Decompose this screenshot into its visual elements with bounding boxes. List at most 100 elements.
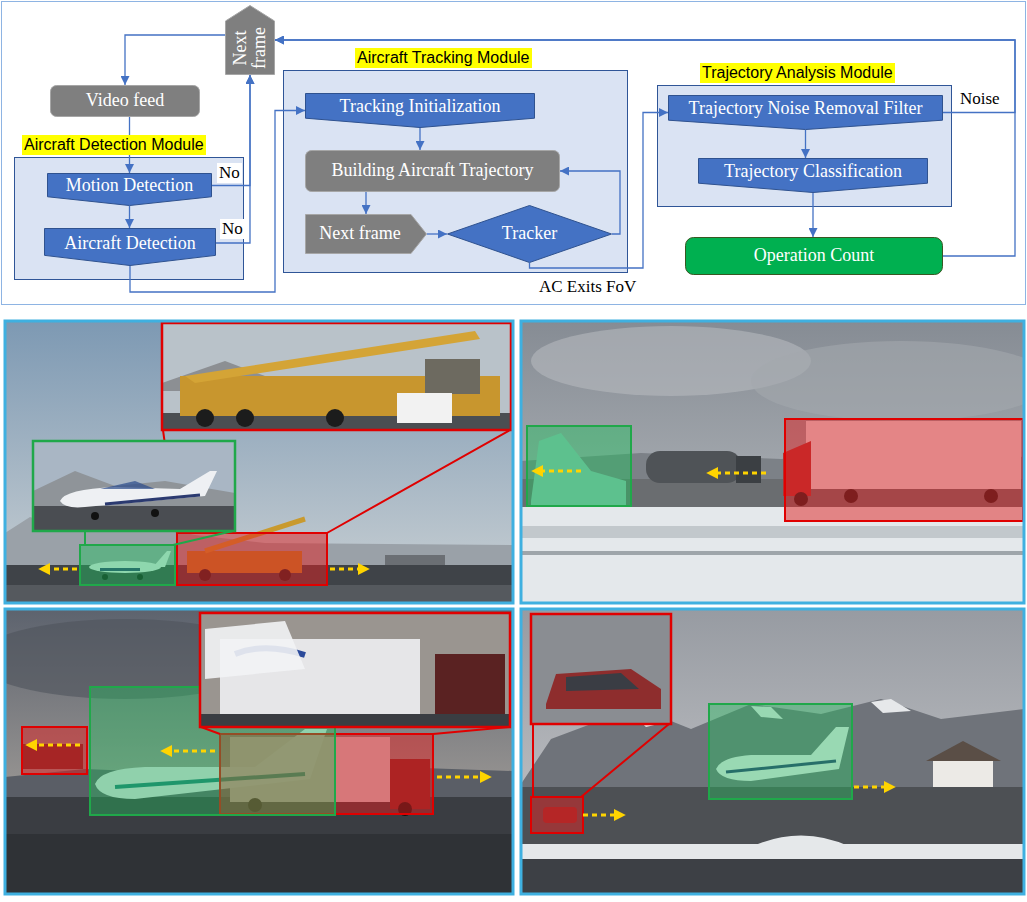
vehicle-box [177, 533, 327, 585]
edge-label-holder: No [217, 163, 242, 183]
photo-panel [5, 609, 513, 894]
connector [129, 206, 130, 228]
process-box: Building Aircraft Trajectory [305, 150, 560, 192]
connector [365, 192, 366, 214]
box-outline [284, 71, 628, 273]
box-label: Trajectory Noise Removal Filter [689, 98, 923, 120]
connector [530, 113, 669, 269]
box-outline [448, 206, 612, 263]
motion-arrow [711, 472, 766, 475]
box-outline [306, 94, 535, 128]
panel-frame [521, 609, 1024, 894]
aircraft-tail [205, 621, 305, 679]
edge-label: No [220, 219, 245, 239]
box-label: Next frame [231, 22, 269, 74]
box-outline [15, 158, 244, 280]
inset-frame [33, 441, 235, 531]
edge-label: AC Exits FoV [537, 277, 638, 297]
snow [521, 836, 1024, 860]
decision-diamond: Tracker [447, 205, 612, 263]
inset-frame [162, 323, 511, 430]
vehicle-box [22, 727, 87, 774]
zoom-line [201, 727, 509, 734]
sky [521, 609, 1024, 894]
connector [275, 40, 1015, 113]
truck-cab [435, 654, 505, 714]
box-outline [306, 215, 427, 254]
aircraft-stripe [105, 495, 200, 504]
runway-edge [521, 551, 1024, 555]
terminal-box: Operation Count [685, 237, 943, 275]
process-box: Aircraft Detection [44, 228, 216, 266]
canopy [100, 481, 155, 489]
ground [200, 714, 510, 727]
sign [397, 393, 452, 423]
motion-arrow [536, 470, 581, 473]
box-label: Next frame [319, 223, 400, 245]
motion-arrow [30, 744, 80, 747]
ground [521, 859, 1024, 894]
connector [419, 128, 420, 150]
edge-label-holder: No [220, 219, 245, 239]
module-heading: Aircraft Detection Module [22, 135, 206, 155]
photo-panel [521, 321, 1024, 603]
box-label: Video feed [86, 90, 164, 112]
connector [212, 75, 250, 186]
zoom-line [85, 531, 233, 545]
module-panel: Trajectory Analysis ModuleTrajectory Noi… [657, 85, 952, 207]
aircraft-box [80, 545, 175, 585]
box-outline [699, 159, 928, 193]
motion-arrow [330, 568, 365, 571]
photo-panel [5, 321, 513, 603]
inset-photo [33, 441, 235, 531]
connector [129, 117, 130, 173]
aircraft-box [527, 426, 631, 506]
inset-photo [162, 323, 511, 430]
ground [33, 506, 235, 531]
panel-frame [521, 321, 1024, 603]
runway [5, 834, 513, 894]
connector [275, 40, 1015, 256]
motion-arrow [165, 750, 215, 753]
wheel [236, 409, 254, 427]
inset-frame [200, 613, 510, 727]
edge-label: Noise [958, 89, 1002, 109]
box-label: Operation Count [754, 245, 874, 267]
figure-frame [2, 2, 1026, 305]
box-outline [669, 96, 943, 130]
sky [5, 321, 513, 603]
roof [926, 741, 1001, 761]
next-frame-tag: Next frame [225, 5, 275, 75]
process-box: Trajectory Noise Removal Filter [668, 95, 943, 130]
zoom-line [533, 724, 669, 797]
cloud [751, 341, 1024, 421]
process-box: Video feed [50, 85, 200, 117]
crane-cab [425, 359, 480, 394]
connector [216, 75, 250, 243]
vehicle-box [531, 797, 583, 833]
next-frame-tag: Next frame [305, 214, 427, 254]
process-box: Motion Detection [47, 173, 212, 206]
runway-edge [521, 526, 1024, 538]
connector [805, 130, 806, 158]
wheel [151, 509, 159, 517]
box-label: Building Aircraft Trajectory [332, 160, 534, 182]
process-box: Trajectory Classification [698, 158, 928, 193]
aircraft-box [709, 704, 852, 799]
ground [5, 585, 513, 603]
module-heading: Trajectory Analysis Module [700, 63, 895, 83]
box-outline [51, 86, 200, 117]
car [546, 669, 661, 709]
aircraft [60, 471, 217, 507]
edge-label: No [217, 163, 242, 183]
box-label: Motion Detection [66, 175, 193, 197]
module-panel: Aircraft Tracking ModuleTracking Initial… [283, 70, 628, 273]
wheel [196, 409, 214, 427]
wheel [91, 512, 99, 520]
box-outline [306, 151, 560, 192]
connector [812, 193, 813, 237]
photo-panel [521, 609, 1024, 894]
vehicle-box [785, 419, 1023, 521]
connector [125, 35, 225, 85]
process-box: Tracking Initialization [305, 93, 535, 128]
